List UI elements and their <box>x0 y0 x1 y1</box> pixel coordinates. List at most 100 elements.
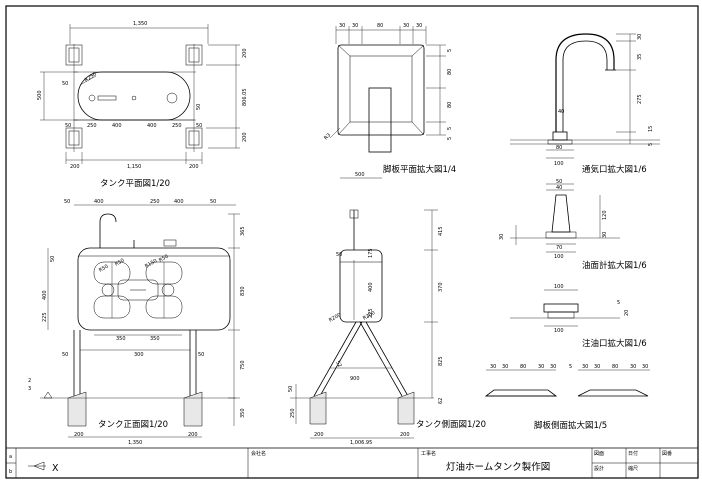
title-block: a b X 会社名 工事名 灯油ホームタンク製作図 図面 日付 図番 設計 縮尺 <box>6 448 698 478</box>
dim-front-bottom-200a: 200 <box>74 432 84 438</box>
dim-plan-bottom: 1,150 <box>127 164 141 170</box>
dim-side-r2: R200 <box>362 310 376 322</box>
dim-plan-right-top: 200 <box>242 48 248 58</box>
svg-text:30: 30 <box>602 232 608 238</box>
caption-gauge: 油面計拡大図1/6 <box>582 260 647 271</box>
dim-plan-mid-c: 400 <box>147 123 157 129</box>
dim-side-bottom-200b: 200 <box>400 432 410 438</box>
vent-pipe <box>555 33 615 132</box>
design-label: 設計 <box>594 465 604 472</box>
leg-plate-outer <box>337 44 425 136</box>
dim-ls-30f: 30 <box>594 364 600 370</box>
dim-vent-15: 15 <box>648 126 654 132</box>
dim-front-left-400: 400 <box>42 290 48 300</box>
dim-filler-100b: 100 <box>554 328 564 334</box>
dim-side-inner-175: 175 <box>368 248 374 258</box>
dim-side-left-50: 50 <box>336 252 342 258</box>
dim-side-inner-400: 400 <box>368 282 374 292</box>
svg-text:R50: R50 <box>114 258 126 268</box>
dim-front-top-400b: 400 <box>174 199 184 205</box>
dim-vent-30: 30 <box>637 34 643 40</box>
sheet-border <box>5 5 699 479</box>
drawn-label: 図面 <box>594 451 604 457</box>
dim-front-mid-350a: 350 <box>116 336 126 342</box>
dim-plan-top: 1,350 <box>133 21 147 27</box>
front-tank-body <box>77 247 231 331</box>
dim-ls-30a: 30 <box>490 364 496 370</box>
dim-vent-5: 5 <box>648 143 654 146</box>
dim-front-left-50b: 50 <box>62 352 68 358</box>
caption-tank-side: タンク側面図1/20 <box>416 419 486 430</box>
dim-side-right-50: 50 <box>288 386 294 392</box>
dim-leg-right-a: 5 <box>447 49 453 52</box>
dim-plan-bottom-left: 200 <box>70 164 80 170</box>
drawing-title: 灯油ホームタンク製作図 <box>446 461 550 473</box>
front-inner-pattern: R50 R150 R50 R50 <box>93 254 183 319</box>
projection-symbol-icon <box>28 461 46 471</box>
gauge-body <box>551 194 571 233</box>
dim-side-base-250: 250 <box>290 408 296 418</box>
caption-vent: 通気口拡大図1/6 <box>582 164 647 175</box>
dim-vent-100: 100 <box>554 161 564 167</box>
dim-ls-30b: 30 <box>502 364 508 370</box>
dim-leg-top-c: 80 <box>377 23 383 29</box>
dim-ls-30e: 30 <box>582 364 588 370</box>
dim-plan-height: 500 <box>37 90 43 100</box>
side-leg-right <box>359 321 403 397</box>
tank-plan-view: 1,350 R250 250 400 400 250 50 50 <box>37 21 248 189</box>
dim-vent-40: 40 <box>558 109 564 115</box>
dim-side-inner-225: 225 <box>368 308 374 318</box>
dim-side-bottom-200a: 200 <box>314 432 324 438</box>
front-vent-pipe <box>99 213 117 248</box>
caption-leg-side: 脚板側面拡大図1/5 <box>534 420 607 431</box>
svg-text:50: 50 <box>196 104 202 110</box>
dim-filler-20: 20 <box>624 310 630 316</box>
leg-side-detail-view: 30 30 80 30 30 5 30 30 80 30 30 脚板側面拡大図1… <box>484 364 650 431</box>
tank-front-view: 50 400 250 400 50 R50 R150 R50 R50 <box>28 199 246 446</box>
dim-gauge-120: 120 <box>602 210 608 220</box>
tank-side-view: 500 50 175 400 225 R200 R200 900 52 50 2… <box>288 172 486 446</box>
dim-plan-bottom-right: 200 <box>189 164 199 170</box>
caption-tank-plan: タンク平面図1/20 <box>100 179 170 189</box>
dim-left-3: 3 <box>28 386 31 392</box>
dim-leg-right-d: 5 <box>447 127 453 130</box>
dim-leg-right-c: 80 <box>447 102 453 108</box>
side-leg-base-left <box>309 391 327 425</box>
vent-detail-view: 30 35 275 15 5 40 80 100 通気口拡大図1/6 <box>510 33 660 175</box>
dim-front-left-225: 225 <box>42 312 48 322</box>
dim-left-2: 2 <box>28 378 31 384</box>
date-label: 日付 <box>628 450 638 457</box>
dim-leg-top-b: 30 <box>352 23 358 29</box>
dim-leg-corner: R3 <box>323 132 332 141</box>
dim-side-bottom-total: 1,006.95 <box>350 440 372 446</box>
dim-ls-30h: 30 <box>642 364 648 370</box>
dim-front-top-250: 250 <box>150 199 160 205</box>
dim-plan-right-bottom: 200 <box>242 132 248 142</box>
dim-gauge-100: 100 <box>554 254 564 260</box>
dim-ls-5: 5 <box>569 364 572 370</box>
dim-ls-30c: 30 <box>538 364 544 370</box>
dim-vent-275: 275 <box>637 94 643 104</box>
dim-plan-left-50b: 50 <box>62 81 68 87</box>
dim-side-right-825: 825 <box>438 356 444 366</box>
filler-detail-view: 100 5 20 100 注油口拡大図1/6 <box>510 284 647 349</box>
dim-filler-5: 5 <box>617 300 620 306</box>
svg-text:62: 62 <box>438 398 444 404</box>
dim-side-right-415: 415 <box>438 226 444 236</box>
leg-side-right <box>577 389 649 397</box>
front-leg-base-right <box>183 391 203 427</box>
dim-leg-right-e: 5 <box>447 137 453 140</box>
dim-front-top-50: 50 <box>64 199 70 205</box>
title-row-a: a <box>9 454 12 460</box>
sheet-label: 図番 <box>662 450 672 457</box>
dim-front-inner-r1: R50 <box>98 264 110 274</box>
caption-tank-front: タンク正面図1/20 <box>98 420 168 430</box>
side-leg-base-right <box>397 391 415 425</box>
scale-label: 縮尺 <box>628 465 638 472</box>
dim-plan-mid-b: 400 <box>112 123 122 129</box>
dim-plan-mid-d: 250 <box>172 123 182 129</box>
dim-leg-top-a: 30 <box>339 23 345 29</box>
dim-plan-left-50a: 50 <box>65 123 71 129</box>
dim-plan-right-50: 50 <box>196 123 202 129</box>
